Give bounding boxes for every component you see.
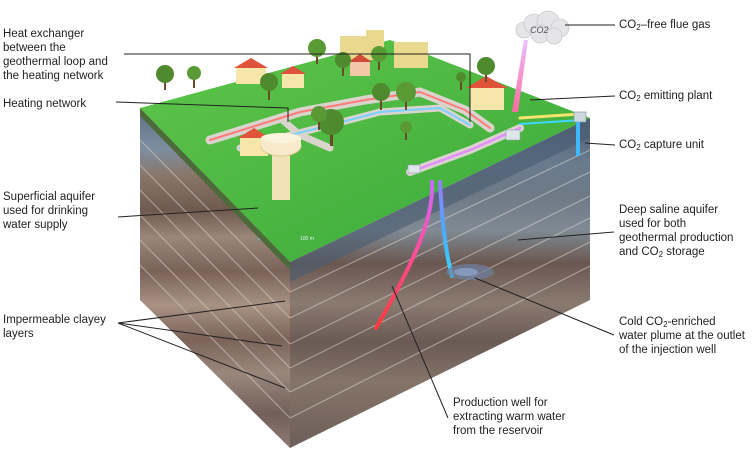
top-edge-soil <box>140 108 290 270</box>
depth-marker: 100 m <box>300 236 314 242</box>
co2-pipes <box>518 112 583 125</box>
water-tower <box>260 133 302 200</box>
label-deep-saline-aquifer: Deep saline aquifer used for both geothe… <box>619 204 734 259</box>
leader-impermeable-2 <box>117 322 283 347</box>
leader-lines <box>115 24 616 419</box>
leader-emitting-plant <box>529 95 616 101</box>
heat-exchanger-unit <box>407 129 521 174</box>
leader-impermeable-3 <box>117 322 286 389</box>
smoke-cloud <box>515 10 570 45</box>
leader-impermeable-1 <box>117 300 286 324</box>
label-heating-network: Heating network <box>3 98 87 110</box>
leader-production-well <box>391 285 449 419</box>
block-right-face <box>290 118 590 448</box>
front-strata-lines <box>139 139 291 419</box>
production-well <box>374 180 435 330</box>
co2-capture-unit-device <box>573 111 587 123</box>
label-superficial-aquifer: Superficial aquifer used for drinking wa… <box>3 191 96 231</box>
label-cold-co2-plume: Cold CO2-enriched water plume at the out… <box>619 316 745 356</box>
leader-deep-saline <box>517 231 615 241</box>
leader-cold-plume <box>474 277 615 336</box>
smoke-co2-label: CO2 <box>530 25 549 35</box>
heating-network-roads <box>205 87 524 176</box>
label-production-well: Production well for extracting warm wate… <box>453 397 566 437</box>
leader-heat-exchanger <box>124 53 471 122</box>
houses <box>234 30 508 156</box>
side-strata-lines <box>289 149 591 419</box>
leader-capture-unit <box>584 142 616 146</box>
cold-co2-plume-core <box>454 268 478 276</box>
trees <box>156 39 495 146</box>
label-impermeable-layers: Impermeable clayey layers <box>3 314 106 340</box>
leader-heating-network <box>115 101 289 122</box>
plant-stack <box>512 40 528 112</box>
block-front-face <box>140 108 290 448</box>
label-co2-emitting-plant: CO2 emitting plant <box>619 90 713 103</box>
label-co2-free-flue-gas: CO2–free flue gas <box>619 19 711 32</box>
label-heat-exchanger: Heat exchanger between the geothermal lo… <box>3 28 108 82</box>
capture-unit-pipe-down <box>576 122 580 156</box>
leader-superficial-aquifer <box>117 207 259 218</box>
label-co2-capture-unit: CO2 capture unit <box>619 139 704 152</box>
